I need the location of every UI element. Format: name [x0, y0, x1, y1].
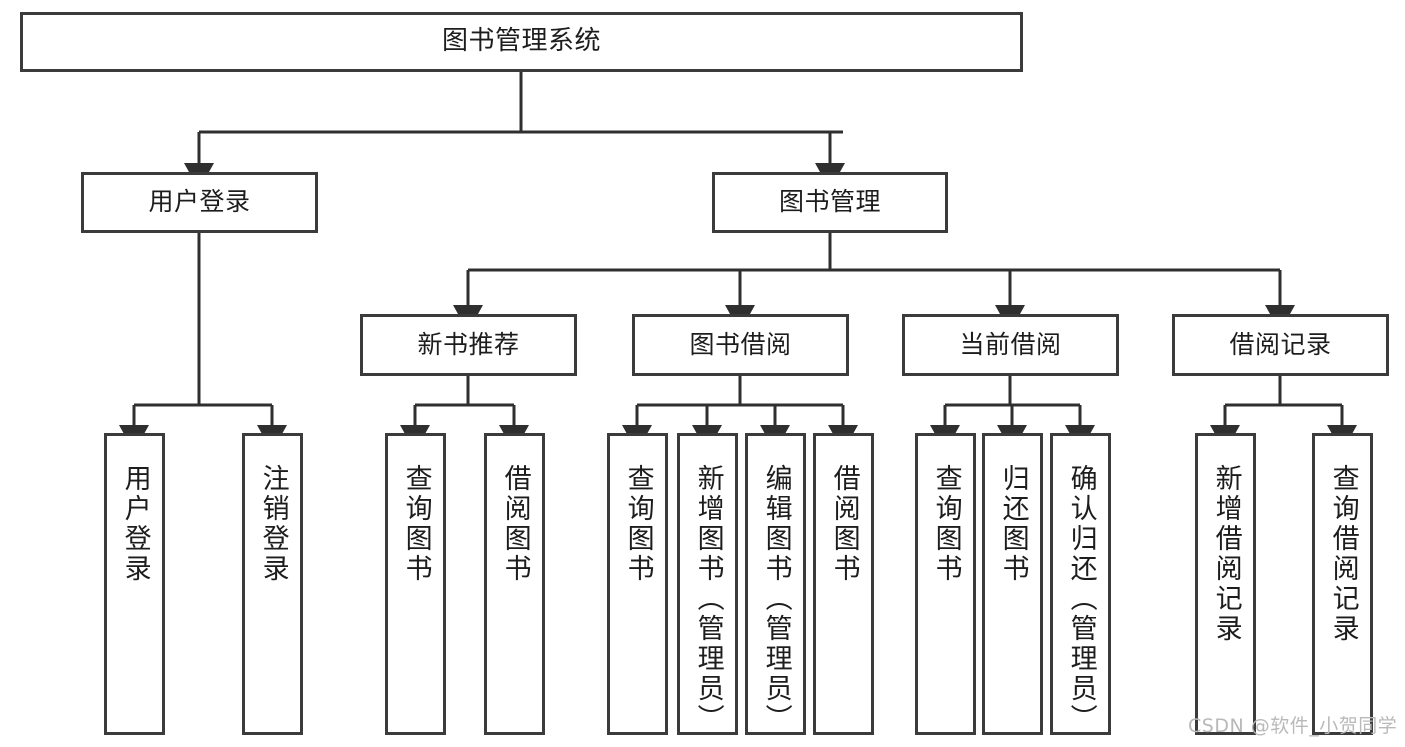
- node-user-login-label: 用户登录: [148, 187, 251, 217]
- node-book-borrow-label: 图书借阅: [689, 329, 792, 359]
- leaf-label: 借阅图书: [828, 464, 860, 584]
- leaf-current-confirm-return[interactable]: 确认归还（管理员）: [1050, 433, 1111, 735]
- leaf-label: 借阅图书: [499, 464, 531, 584]
- leaf-label: 查询图书: [930, 464, 962, 584]
- node-root-label: 图书管理系统: [441, 26, 601, 57]
- node-borrow-record[interactable]: 借阅记录: [1172, 314, 1389, 376]
- node-current-borrow[interactable]: 当前借阅: [902, 314, 1119, 376]
- node-book-management-label: 图书管理: [778, 187, 881, 217]
- node-root[interactable]: 图书管理系统: [20, 12, 1023, 72]
- leaf-current-return-book[interactable]: 归还图书: [982, 433, 1043, 735]
- leaf-new-book-query[interactable]: 查询图书: [385, 433, 446, 735]
- node-book-borrow[interactable]: 图书借阅: [632, 314, 849, 376]
- node-current-borrow-label: 当前借阅: [959, 329, 1062, 359]
- leaf-user-login-login[interactable]: 用户登录: [104, 433, 165, 735]
- leaf-borrow-query-book[interactable]: 查询图书: [607, 433, 668, 735]
- leaf-new-book-borrow[interactable]: 借阅图书: [484, 433, 545, 735]
- leaf-label: 归还图书: [997, 464, 1029, 584]
- leaf-label: 注销登录: [257, 464, 289, 584]
- leaf-label: 查询图书: [400, 464, 432, 584]
- node-borrow-record-label: 借阅记录: [1229, 329, 1332, 359]
- leaf-record-add[interactable]: 新增借阅记录: [1195, 433, 1256, 735]
- leaf-label: 用户登录: [119, 464, 151, 584]
- node-new-book-recommend-label: 新书推荐: [417, 329, 520, 359]
- leaf-label: 编辑图书（管理员）: [760, 464, 792, 734]
- leaf-current-query-book[interactable]: 查询图书: [915, 433, 976, 735]
- leaf-user-login-logout[interactable]: 注销登录: [242, 433, 303, 735]
- leaf-borrow-add-book[interactable]: 新增图书（管理员）: [677, 433, 738, 735]
- leaf-label: 确认归还（管理员）: [1065, 464, 1097, 734]
- node-user-login[interactable]: 用户登录: [81, 172, 318, 233]
- leaf-label: 查询图书: [622, 464, 654, 584]
- leaf-label: 新增图书（管理员）: [692, 464, 724, 734]
- leaf-record-query[interactable]: 查询借阅记录: [1312, 433, 1373, 735]
- leaf-label: 查询借阅记录: [1327, 464, 1359, 644]
- leaf-label: 新增借阅记录: [1210, 464, 1242, 644]
- leaf-borrow-edit-book[interactable]: 编辑图书（管理员）: [745, 433, 806, 735]
- node-new-book-recommend[interactable]: 新书推荐: [360, 314, 577, 376]
- node-book-management[interactable]: 图书管理: [712, 172, 948, 233]
- leaf-borrow-borrow-book[interactable]: 借阅图书: [813, 433, 874, 735]
- csdn-watermark: CSDN @软件_小贺同学: [1188, 715, 1398, 737]
